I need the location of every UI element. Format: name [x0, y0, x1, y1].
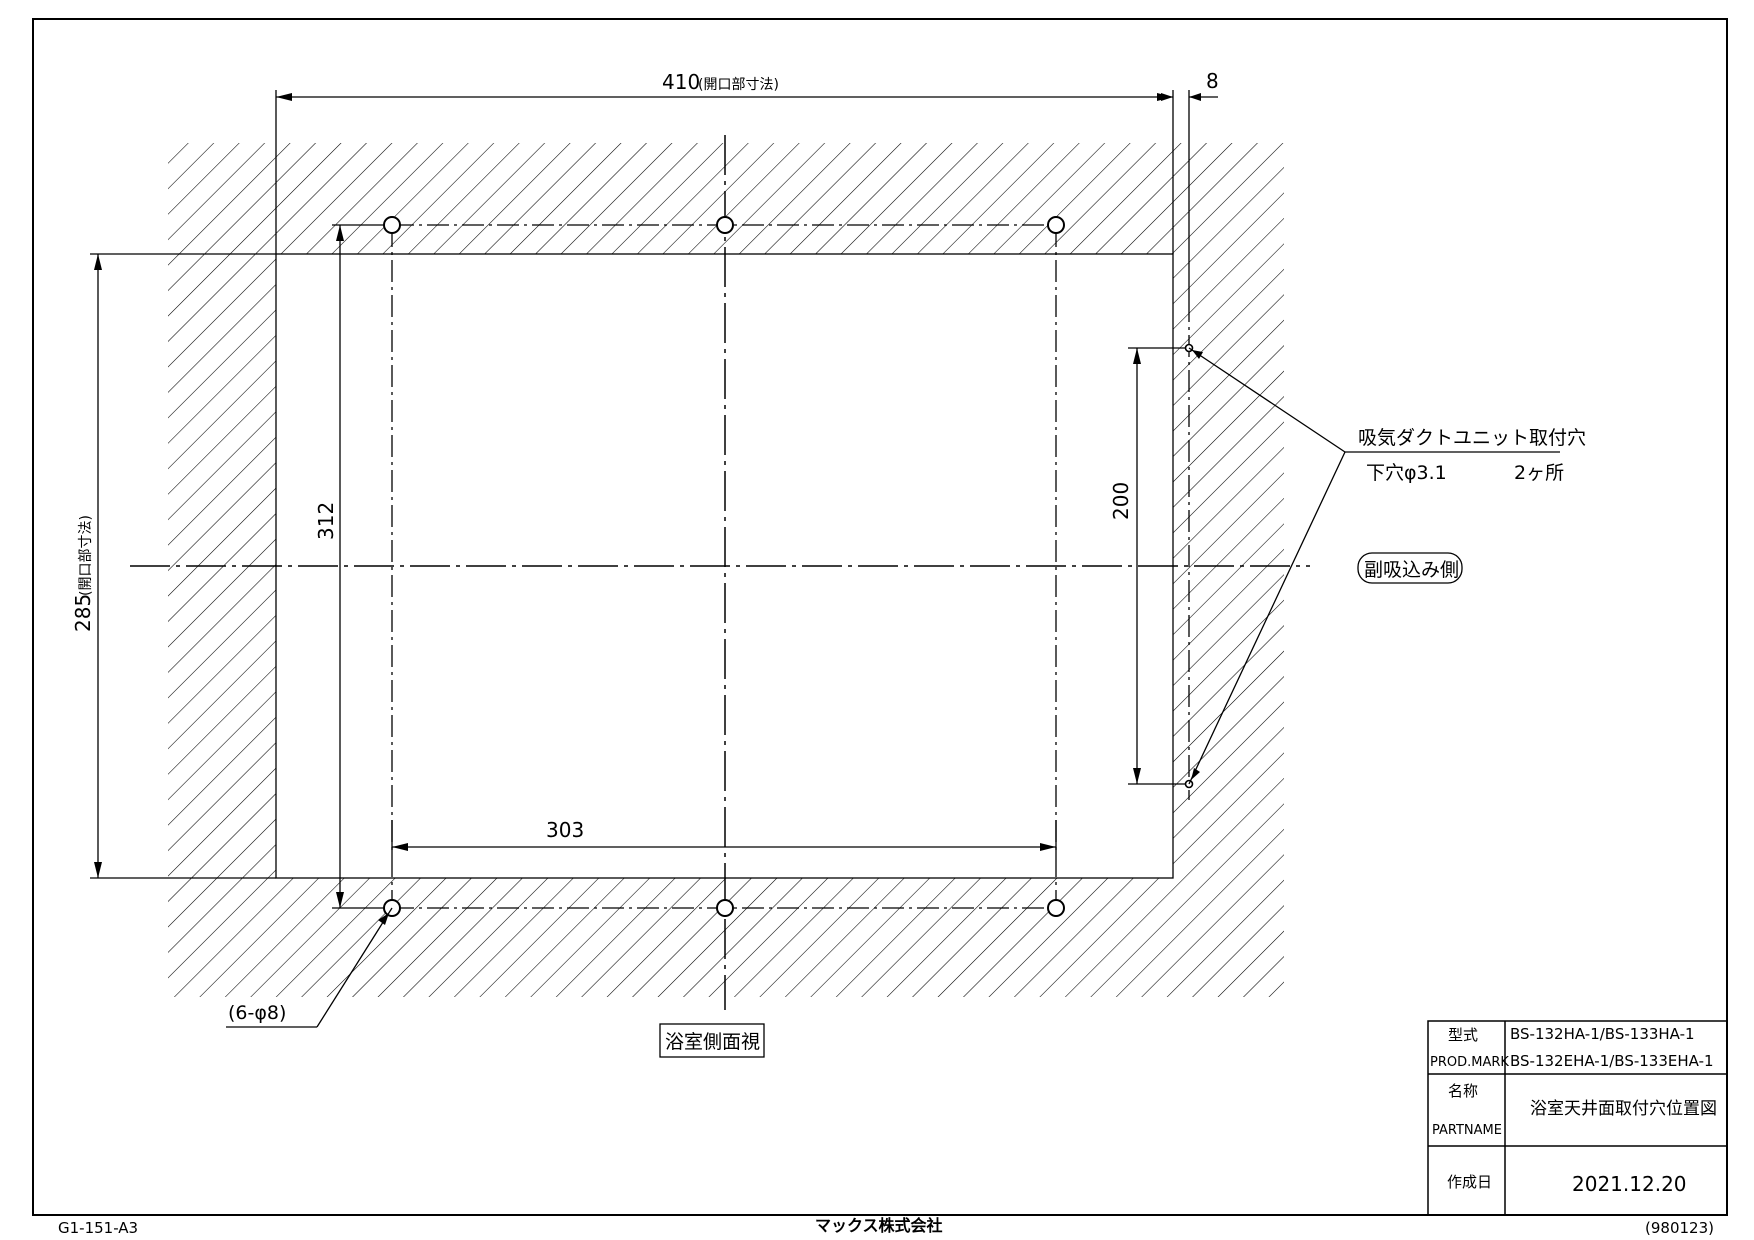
- arrowhead: [1192, 350, 1203, 359]
- part-name: 浴室天井面取付穴位置図: [1530, 1099, 1717, 1119]
- intake-side-label: 副吸込み側: [1364, 559, 1459, 581]
- mounting-hole: [383, 216, 401, 234]
- dimension-8-value: 8: [1206, 69, 1219, 93]
- arrowhead: [336, 892, 344, 908]
- arrowhead: [1133, 348, 1141, 364]
- view-label-frame: [659, 1023, 765, 1058]
- model-label-jp: 型式: [1448, 1026, 1478, 1044]
- dimension-410-value: 410: [662, 70, 700, 94]
- drawing-border: [32, 18, 1728, 1216]
- dimension-285-value: 285: [71, 594, 95, 632]
- mounting-hole: [1047, 216, 1065, 234]
- arrowhead: [1040, 843, 1056, 851]
- dimension-410-note: (開口部寸法): [698, 77, 779, 93]
- form-number: (980123): [1645, 1219, 1714, 1237]
- intake-side-frame: [1357, 552, 1463, 584]
- title-block-outline: [1427, 1020, 1728, 1216]
- arrowhead: [1133, 768, 1141, 784]
- duct-holes-count: 2ヶ所: [1514, 462, 1564, 484]
- name-label-en: PARTNAME: [1432, 1123, 1502, 1138]
- arrowhead: [336, 225, 344, 241]
- arrowhead: [1191, 768, 1200, 780]
- creation-date: 2021.12.20: [1572, 1172, 1687, 1196]
- arrowhead: [276, 93, 292, 101]
- mount-holes-label: (6-φ8): [228, 1002, 286, 1024]
- leader-line: [316, 907, 393, 1028]
- arrowhead: [94, 862, 102, 878]
- mounting-hole: [716, 216, 734, 234]
- title-block: 型式 PROD.MARK BS-132HA-1/BS-133HA-1 BS-13…: [1427, 1020, 1728, 1216]
- name-label-jp: 名称: [1448, 1082, 1478, 1100]
- model-line-1: BS-132HA-1/BS-133HA-1: [1510, 1025, 1695, 1043]
- doc-code: G1-151-A3: [58, 1219, 138, 1237]
- view-label: 浴室側面視: [665, 1031, 760, 1053]
- duct-holes-spec: 下穴φ3.1: [1366, 462, 1447, 484]
- dimension-285-note: (開口部寸法): [78, 515, 94, 596]
- dimension-303-value: 303: [546, 818, 584, 842]
- duct-holes-title: 吸気ダクトユニット取付穴: [1358, 427, 1586, 449]
- arrowhead: [392, 843, 408, 851]
- arrowhead: [378, 913, 389, 925]
- leader-line: [1188, 451, 1346, 785]
- model-label-en: PROD.MARK: [1430, 1055, 1509, 1070]
- model-line-2: BS-132EHA-1/BS-133EHA-1: [1510, 1052, 1714, 1070]
- arrowhead: [1161, 93, 1173, 101]
- arrowhead: [94, 254, 102, 270]
- mounting-hole: [1047, 899, 1065, 917]
- company-name: マックス株式会社: [815, 1216, 943, 1235]
- dimension-200-value: 200: [1109, 482, 1133, 520]
- arrowhead: [1189, 93, 1201, 101]
- leader-line: [1188, 347, 1346, 453]
- dimension-312-value: 312: [314, 502, 338, 540]
- date-label: 作成日: [1447, 1173, 1492, 1191]
- ceiling-hatch-area: [168, 143, 1284, 997]
- mounting-hole: [716, 899, 734, 917]
